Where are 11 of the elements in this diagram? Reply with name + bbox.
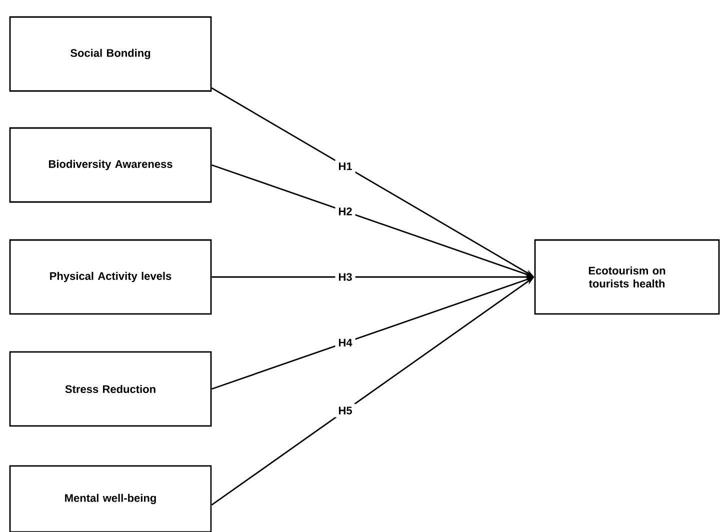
process-box: Stress Reduction [9, 351, 212, 427]
process-box: Ecotourism on tourists health [534, 239, 720, 315]
process-box: Biodiversity Awareness [9, 127, 212, 203]
process-box: Physical Activity levels [9, 239, 212, 315]
edge-label: H2 [335, 204, 356, 218]
edge-label: H3 [335, 270, 356, 284]
edge-label: H5 [335, 404, 356, 418]
edge-label: H4 [335, 336, 356, 350]
process-box: Social Bonding [9, 16, 212, 92]
process-box: Mental well-being [9, 465, 212, 532]
edge-label: H1 [335, 159, 356, 174]
